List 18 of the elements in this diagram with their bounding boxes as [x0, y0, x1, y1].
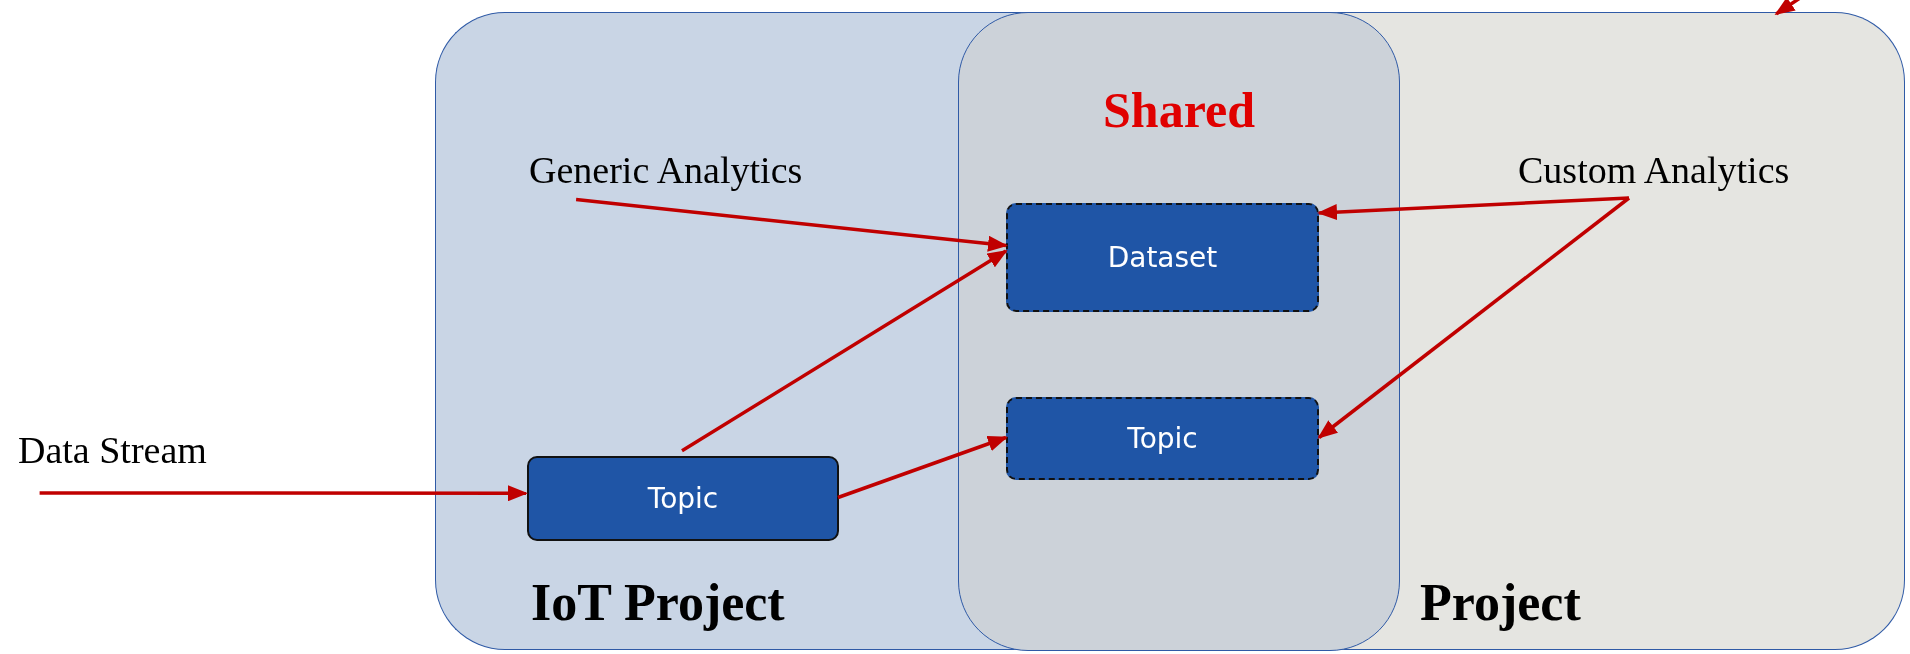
dataset-box: Dataset	[1006, 203, 1319, 312]
topic-box: Topic	[527, 456, 839, 541]
project-region	[1400, 12, 1905, 650]
project-region	[435, 12, 958, 650]
arrow	[837, 435, 1008, 500]
source-label: Data Stream	[18, 428, 288, 478]
arrow	[1317, 196, 1630, 221]
analytics-label: Custom Analytics	[1518, 148, 1888, 198]
arrow	[1317, 196, 1631, 439]
arrow	[39, 485, 528, 502]
region-title: Project	[1420, 573, 1581, 632]
analytics-label: Generic Analytics	[529, 148, 899, 198]
region-title: Shared	[1102, 81, 1256, 139]
arrow	[575, 197, 1008, 252]
topic-box: Topic	[1006, 397, 1319, 480]
arrow	[681, 249, 1008, 453]
region-title: IoT Project	[531, 573, 785, 632]
shared-region	[958, 12, 1400, 650]
